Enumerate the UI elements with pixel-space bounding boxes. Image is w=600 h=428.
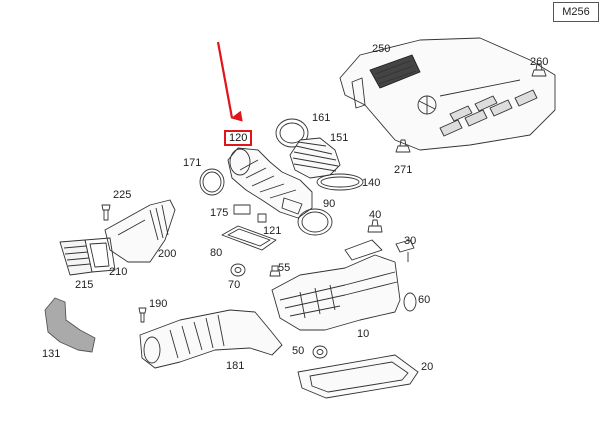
part-label-121[interactable]: 121 [263,225,282,237]
part-label-20[interactable]: 20 [421,361,434,373]
part-label-120-highlighted[interactable]: 120 [224,130,253,146]
bolt-190 [138,307,147,323]
part-label-215[interactable]: 215 [75,279,94,291]
ring-60 [403,292,417,312]
clamp-161 [275,118,309,148]
part-label-10[interactable]: 10 [357,328,370,340]
intake-duct-120 [227,147,313,219]
bolt-260 [531,63,547,77]
part-label-55[interactable]: 55 [278,262,291,274]
gasket-80 [221,225,277,251]
part-label-30[interactable]: 30 [404,235,417,247]
engine-cover-250 [339,37,556,151]
grommet-70 [230,263,246,277]
part-label-131[interactable]: 131 [42,348,61,360]
seal-90 [297,208,333,236]
part-label-271[interactable]: 271 [394,164,413,176]
diagram-code: M256 [553,2,599,22]
part-label-260[interactable]: 260 [530,56,549,68]
sensor-40 [367,219,383,233]
bolt-225 [101,204,111,221]
part-label-60[interactable]: 60 [418,294,431,306]
bolt-55 [269,265,281,277]
connector-30 [395,239,415,262]
part-label-80[interactable]: 80 [210,247,223,259]
filter-housing-10 [271,239,401,331]
part-label-90[interactable]: 90 [323,198,336,210]
part-label-50[interactable]: 50 [292,345,305,357]
filter-element-20 [297,354,419,399]
part-label-181[interactable]: 181 [226,360,245,372]
part-label-70[interactable]: 70 [228,279,241,291]
part-label-140[interactable]: 140 [362,177,381,189]
part-label-190[interactable]: 190 [149,298,168,310]
highlight-arrow [216,41,243,122]
part-label-210[interactable]: 210 [109,266,128,278]
part-label-250[interactable]: 250 [372,43,391,55]
seal-140 [316,173,364,191]
grommet-50 [312,345,328,359]
hose-151 [289,137,341,179]
plate-175 [233,204,251,215]
part-label-225[interactable]: 225 [113,189,132,201]
part-label-161[interactable]: 161 [312,112,331,124]
seal-171 [199,168,225,196]
grommet-271 [395,139,411,153]
intake-scoop-200 [104,199,176,263]
intake-pipe-181 [139,309,283,369]
part-label-175[interactable]: 175 [210,207,229,219]
clip-121 [257,213,267,223]
bracket-131 [44,297,96,353]
grille-215 [59,239,93,276]
part-label-40[interactable]: 40 [369,209,382,221]
part-label-200[interactable]: 200 [158,248,177,260]
part-label-171[interactable]: 171 [183,157,202,169]
part-label-151[interactable]: 151 [330,132,349,144]
